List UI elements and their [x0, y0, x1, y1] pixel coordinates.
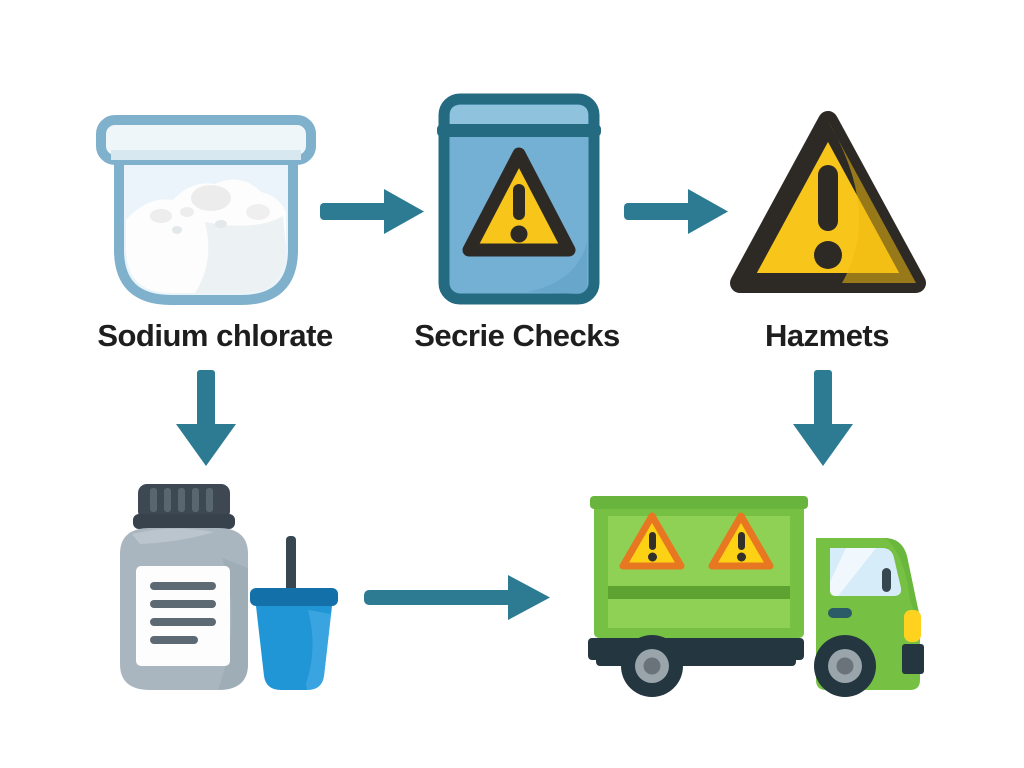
bottle-and-cup-icon	[102, 478, 340, 698]
arrow-down-icon	[168, 368, 244, 468]
arrow-down-icon	[785, 368, 861, 468]
warning-pouch-icon	[437, 92, 601, 306]
hazmat-truck-icon	[588, 490, 928, 698]
arrow-right-icon	[622, 182, 730, 240]
arrow-right-icon	[318, 182, 426, 240]
powder-jar-icon	[95, 112, 317, 310]
truck-rear-wheel	[621, 635, 683, 697]
truck-front-wheel	[814, 635, 876, 697]
label-sodium-chlorate: Sodium chlorate	[97, 318, 333, 353]
label-hazmets: Hazmets	[765, 318, 890, 353]
label-secrie-checks: Secrie Checks	[414, 318, 620, 353]
arrow-right-long-icon	[362, 568, 552, 626]
warning-triangle-icon	[722, 103, 934, 305]
